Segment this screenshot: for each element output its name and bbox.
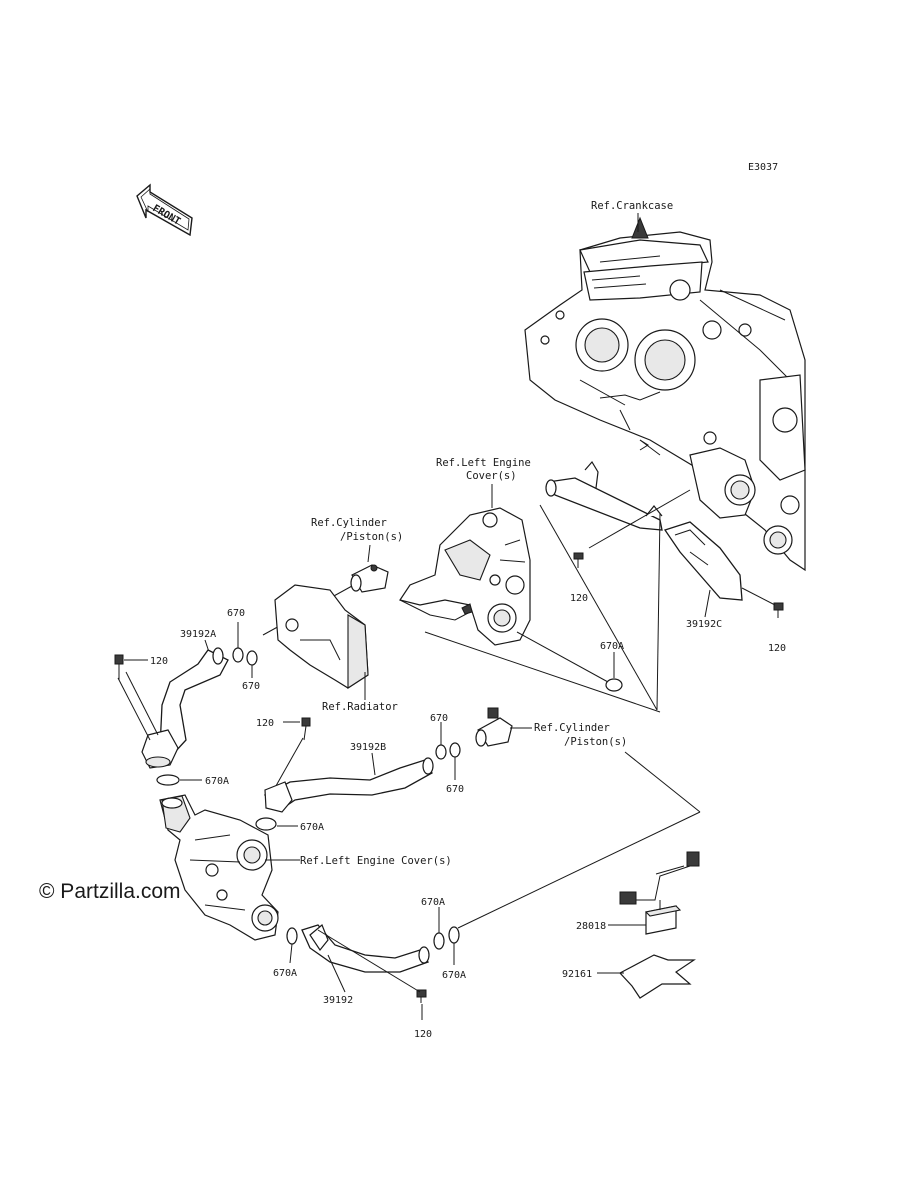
leader-bolt-120-c-path	[117, 677, 151, 741]
callout-670-c: 670	[430, 713, 448, 724]
callout-670-d: 670	[446, 784, 464, 795]
callout-670a-c: 670A	[300, 822, 324, 833]
ref-cylinder-piston-a-label-2: /Piston(s)	[340, 531, 403, 543]
hose-39192c-drawing	[545, 460, 743, 601]
bolt-120-a-icon	[573, 552, 584, 568]
oring-670a-c-icon	[255, 817, 277, 831]
callout-670a-b: 670A	[205, 776, 229, 787]
radiator-drawing	[274, 584, 369, 690]
front-arrow-icon: FRONT	[136, 183, 193, 237]
diagram-code: E3037	[748, 162, 778, 173]
leader-670a-d	[289, 943, 293, 964]
oring-670-c-icon	[435, 744, 447, 760]
left-engine-cover-drawing	[399, 507, 531, 646]
relay-28018-drawing	[619, 851, 700, 935]
oring-670a-a-icon	[605, 678, 623, 692]
hose-39192b-drawing	[263, 757, 434, 813]
bolt-120-d-icon	[301, 717, 311, 741]
leader-cylinder-b-long-a	[624, 751, 701, 813]
leader-bolt-120-c-path-b	[125, 671, 159, 736]
leader-39192	[327, 954, 346, 993]
ref-left-engine-cover-b-label: Ref.Left Engine Cover(s)	[300, 855, 452, 867]
ref-left-engine-cover-label-2: Cover(s)	[466, 470, 517, 482]
lower-engine-cover-drawing	[159, 794, 279, 941]
oring-670-b-icon	[246, 650, 258, 666]
oring-670a-e-icon	[433, 932, 445, 950]
leader-bolt-120-e	[317, 929, 421, 993]
hose-39192-drawing	[301, 924, 430, 973]
oring-670a-d-icon	[286, 927, 298, 945]
bolt-120-c-icon	[114, 654, 124, 680]
cylinder-fitting-a-drawing	[350, 564, 389, 593]
leader-bolt-120-a	[588, 489, 691, 549]
callout-670a-a: 670A	[600, 641, 624, 652]
callout-120-e: 120	[414, 1029, 432, 1040]
callout-39192: 39192	[323, 995, 353, 1006]
ref-cylinder-piston-b-label-2: /Piston(s)	[564, 736, 627, 748]
ref-cylinder-piston-a-label-1: Ref.Cylinder	[311, 517, 387, 529]
callout-670a-d: 670A	[273, 968, 297, 979]
crankcase-drawing	[524, 216, 806, 572]
ref-radiator-label: Ref.Radiator	[322, 701, 398, 713]
bolt-120-b-icon	[773, 602, 784, 618]
callout-670-b: 670	[242, 681, 260, 692]
leader-cylinder-b-long-b	[457, 811, 701, 929]
callout-670-a: 670	[227, 608, 245, 619]
leader-cover-oring	[424, 631, 661, 713]
callout-120-a: 120	[570, 593, 588, 604]
bolt-120-e-icon	[416, 989, 427, 1003]
oring-670-d-icon	[449, 742, 461, 758]
leader-crankcase-pipe-b	[656, 512, 661, 711]
callout-39192b: 39192B	[350, 742, 386, 753]
cylinder-fitting-b-drawing	[475, 707, 513, 747]
leader-bolt-120-b	[741, 587, 776, 606]
ref-cylinder-piston-b-label-1: Ref.Cylinder	[534, 722, 610, 734]
oring-670-a-icon	[232, 647, 244, 663]
ref-cylinder-a-leader	[367, 544, 371, 563]
callout-92161: 92161	[562, 969, 592, 980]
ref-crankcase-label: Ref.Crankcase	[591, 200, 673, 212]
leader-39192b	[371, 752, 376, 776]
callout-39192a: 39192A	[180, 629, 216, 640]
watermark: © Partzilla.com	[39, 880, 181, 903]
callout-670a-f: 670A	[442, 970, 466, 981]
pad-92161-icon	[619, 954, 696, 999]
callout-670a-e: 670A	[421, 897, 445, 908]
leader-crankcase-pipe	[539, 504, 658, 711]
ref-left-engine-cover-label-1: Ref.Left Engine	[436, 457, 531, 469]
callout-120-c: 120	[150, 656, 168, 667]
callout-120-d: 120	[256, 718, 274, 729]
callout-120-b: 120	[768, 643, 786, 654]
leader-39192c	[704, 589, 711, 618]
oring-670a-b-icon	[156, 774, 180, 786]
callout-39192c: 39192C	[686, 619, 722, 630]
leader-cover-oring-b	[516, 631, 609, 683]
callout-28018: 28018	[576, 921, 606, 932]
hose-39192a-drawing	[141, 647, 229, 769]
oring-670a-f-icon	[448, 926, 460, 944]
